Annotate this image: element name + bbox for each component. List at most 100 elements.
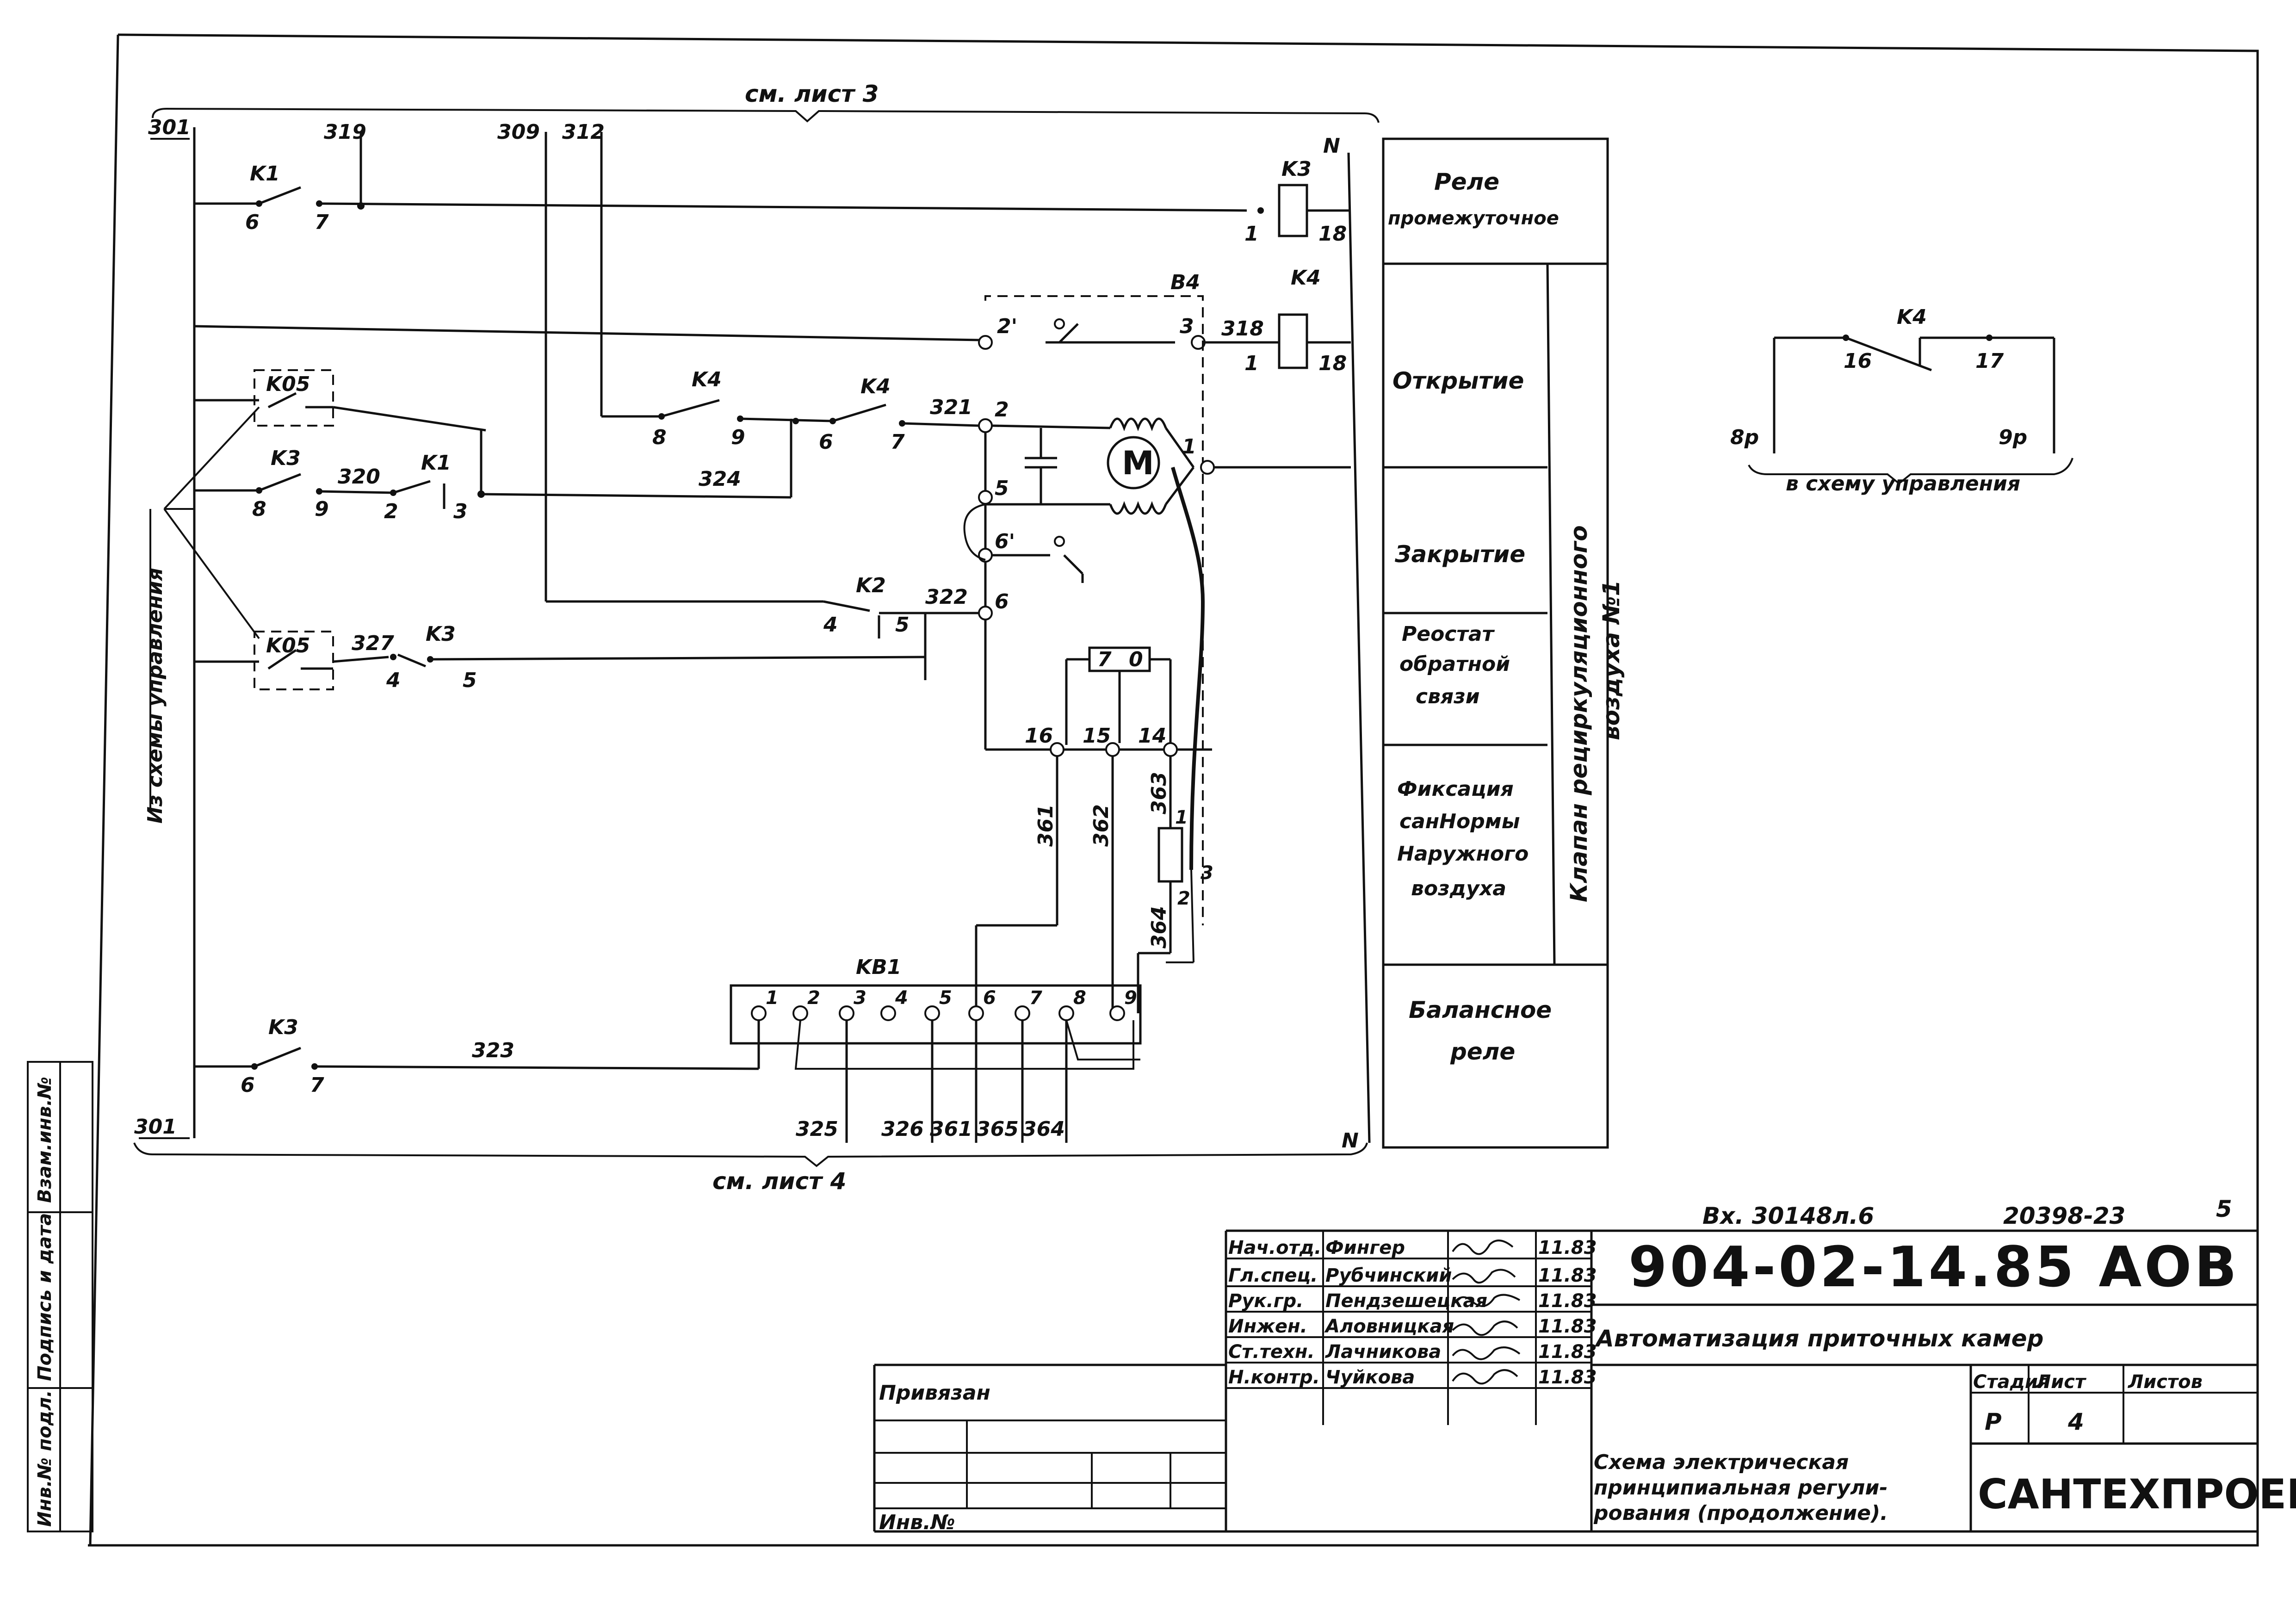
k3-relay-pin-1: 1 — [1244, 222, 1259, 246]
project-title: Автоматизация приточных камер — [1594, 1325, 2043, 1352]
legend-balance-line2: реле — [1450, 1038, 1515, 1065]
legend-rheostat-line2: обратной — [1399, 652, 1510, 676]
inset-right-label: 9р — [1999, 426, 2027, 449]
kb1-out-325: 325 — [796, 1117, 838, 1141]
sheet-corner-number: 5 — [2216, 1196, 2232, 1222]
stage-label: Стадия — [1973, 1371, 2050, 1393]
sheets-label: Листов — [2128, 1371, 2203, 1393]
privyazan-label: Привязан — [879, 1381, 990, 1405]
wire-318: 318 — [1221, 317, 1264, 341]
k4-relay-coil — [1278, 313, 1308, 369]
bottom-sheet-ref-text: см. лист 4 — [712, 1168, 846, 1195]
k3-relay-pin-18: 18 — [1318, 222, 1347, 246]
inv-no-label: Инв.№ — [879, 1511, 955, 1534]
inset-left-label: 8р — [1730, 426, 1759, 449]
document-code: 904-02-14.85 АОВ — [1628, 1235, 2240, 1300]
b4-pin-6: 6 — [995, 590, 1009, 614]
b4-label: B4 — [1170, 271, 1200, 294]
k05-top-label: K05 — [266, 372, 310, 396]
bottom-sheet-reference: см. лист 4 — [133, 1142, 1368, 1195]
date-2: 11.83 — [1538, 1265, 1597, 1286]
rung-k3-relay: K1 6 7 319 K3 1 18 — [194, 120, 1349, 246]
role-4: Инжен. — [1228, 1316, 1307, 1337]
legend-rheostat-line3: связи — [1416, 685, 1480, 708]
kb1-out-365: 365 — [976, 1117, 1019, 1141]
role-5: Ст.техн. — [1228, 1341, 1315, 1363]
margin-replace-label: Взам.инв.№ — [34, 1077, 56, 1203]
stage-value: Р — [1985, 1408, 2002, 1435]
kb1-out-364: 364 — [1022, 1117, 1065, 1141]
wire-N-bottom: N — [1342, 1129, 1359, 1153]
kb1-pin-5: 5 — [939, 987, 952, 1009]
potentiometer — [1157, 827, 1183, 883]
top-sheet-ref-text: см. лист 3 — [745, 81, 879, 107]
wire-N-top: N — [1323, 134, 1340, 158]
kb1-label: KB1 — [856, 955, 901, 979]
signatures — [1452, 1240, 1521, 1385]
k4-b-pin-7: 7 — [891, 430, 905, 454]
wire-362: 362 — [1089, 804, 1113, 847]
name-6: Чуйкова — [1325, 1367, 1415, 1388]
legend-fixation-line1: Фиксация — [1397, 777, 1514, 801]
name-3: Пендзешецкая — [1325, 1290, 1487, 1312]
kb1-pin-7: 7 — [1029, 987, 1042, 1009]
inset-pin-17: 17 — [1975, 349, 2004, 373]
pot-pin-3: 3 — [1201, 862, 1213, 884]
wires-309-312: 309 312 — [497, 120, 823, 603]
rheostat-pin-7: 7 — [1097, 648, 1112, 671]
wire-323: 323 — [472, 1039, 514, 1062]
wire-324: 324 — [699, 467, 741, 491]
rung-k4-relay: 2' 3 318 B4 K4 1 18 — [194, 266, 1351, 375]
legend-closing: Закрытие — [1394, 541, 1525, 568]
rung-k2: K2 4 5 322 — [823, 574, 979, 638]
sheet-frame — [27, 33, 2259, 1547]
k3-mid-pin-8: 8 — [252, 497, 266, 521]
k1-top-label: K1 — [250, 162, 280, 186]
title-block: Вх. 30148л.6 20398-23 5 Привязан Инв.№ Н… — [873, 1196, 2296, 1534]
wire-319: 319 — [324, 120, 366, 144]
name-1: Фингер — [1325, 1237, 1405, 1258]
sheet-title-line3: рования (продолжение). — [1593, 1501, 1888, 1525]
k3-bottom-label: K3 — [268, 1016, 298, 1039]
role-3: Рук.гр. — [1228, 1290, 1303, 1312]
b4-pin-1: 1 — [1182, 435, 1196, 459]
b4-pin-2p: 2' — [997, 315, 1017, 338]
kb1-pin-6: 6 — [983, 987, 996, 1009]
rung-k05-bottom: K05 327 K3 4 5 — [194, 613, 927, 692]
inset-caption: в схему управления — [1786, 472, 2020, 496]
term-14: 14 — [1138, 724, 1166, 748]
k4-relay-pin-1: 1 — [1244, 352, 1259, 375]
legend-fixation-line3: Наружного — [1397, 842, 1529, 866]
motor-label: M — [1122, 444, 1154, 482]
control-fan-in: Из схемы управления — [143, 406, 260, 824]
k2-pin-4: 4 — [823, 613, 838, 637]
top-sheet-reference: см. лист 3 — [152, 81, 1380, 123]
organization-name: САНТЕХПРОЕКТ — [1978, 1470, 2296, 1518]
kb1-pin-1: 1 — [766, 987, 779, 1009]
feedback-wires: 361 362 363 364 1 2 3 — [975, 756, 1213, 1013]
date-6: 11.83 — [1538, 1367, 1597, 1388]
wire-361: 361 — [1034, 804, 1058, 847]
term-16: 16 — [1025, 724, 1053, 748]
sheet-label: Лист — [2035, 1371, 2087, 1393]
wire-301-bottom: 301 — [134, 1115, 177, 1139]
legend-balance-line1: Балансное — [1409, 997, 1552, 1023]
rung-balance-relay: K3 6 7 323 — [194, 1016, 760, 1097]
date-4: 11.83 — [1538, 1316, 1597, 1337]
sheet-value: 4 — [2067, 1408, 2084, 1435]
kb1-pin-8: 8 — [1073, 987, 1086, 1009]
legend-valve-line2: воздуха №1 — [1598, 580, 1625, 740]
kb1-terminal-strip: KB1 1 2 3 4 5 6 7 8 9 325 326 361 365 36… — [730, 955, 1142, 1143]
name-2: Рубчинский — [1325, 1265, 1452, 1286]
legend-opening: Открытие — [1392, 367, 1524, 394]
k2-pin-5: 5 — [895, 613, 910, 637]
rung-k05-top: K05 — [194, 369, 486, 432]
ref-top-right: 20398-23 — [2003, 1203, 2125, 1229]
k3-low-pin-4: 4 — [386, 669, 401, 692]
legend-fixation-line4: воздуха — [1411, 877, 1506, 900]
pot-pin-2: 2 — [1177, 888, 1190, 909]
k4-relay-label: K4 — [1291, 266, 1321, 290]
sheet-title-line1: Схема электрическая — [1594, 1450, 1849, 1474]
inset-k4-contact: K4 16 17 8р 9р в схему управления — [1730, 305, 2073, 496]
